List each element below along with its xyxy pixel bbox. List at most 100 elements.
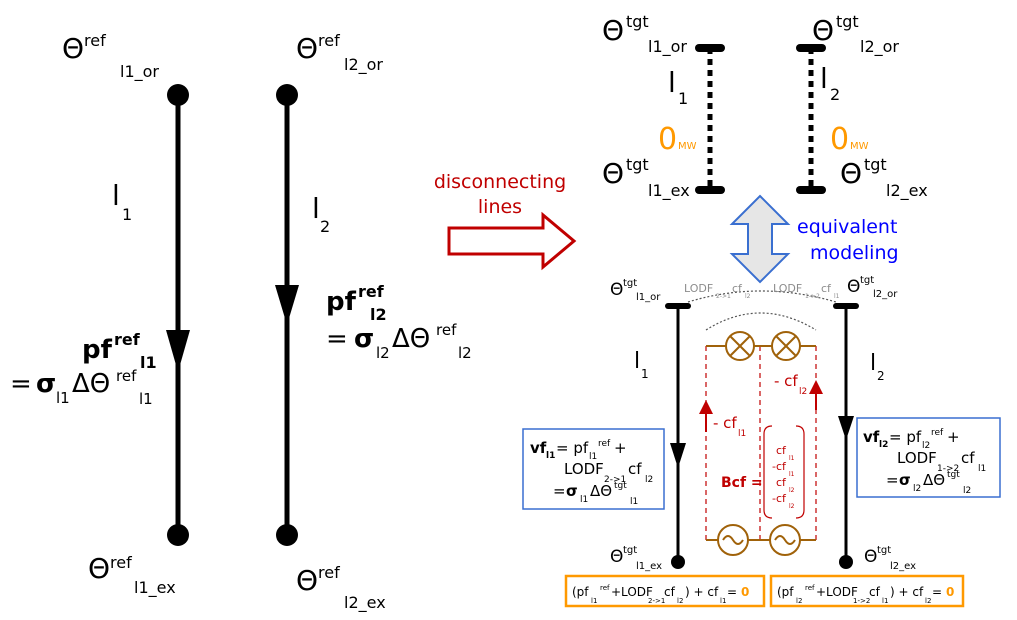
equivalent-modeling-step: equivalent modeling — [729, 194, 899, 284]
vf-l2-pf-sub: l2 — [922, 441, 930, 451]
neg-cf-l1-sub: l1 — [738, 429, 746, 439]
vf-l2-lodf: LODF — [897, 449, 937, 467]
theta-tgt-l1-ex: Θ — [610, 547, 623, 567]
flow-arrow-l2 — [275, 285, 299, 325]
bottom-right-panel: - cf l1 - cf l2 Bcf = cf l1 -cf l1 cf l2… — [610, 275, 916, 572]
eq-l2-pf-sup: ref — [805, 584, 815, 592]
theta-tgt-l1-ex-top-sub: l1_ex — [648, 181, 690, 201]
theta-ref-l2-ex-sup: ref — [318, 563, 340, 582]
eq-l1-cf-sub: l2 — [677, 597, 683, 605]
lodf-12-cf-sub: l1 — [834, 293, 840, 300]
equivalent-label: equivalent — [797, 216, 897, 238]
disconnecting-label-1: disconnecting — [434, 171, 566, 193]
pf-l1-sigma-sub: l1 — [56, 389, 70, 407]
theta-tgt-l1-ex-top-sup: tgt — [626, 155, 649, 174]
pf-l2-symbol: pf — [326, 287, 357, 317]
theta-tgt-l2-ex: Θ — [864, 547, 877, 567]
vf-l2-sigma-sub: l2 — [913, 484, 921, 494]
theta-ref-l1-ex-sub: l1_ex — [134, 578, 176, 598]
eq-l2-close-sub: l2 — [925, 597, 931, 605]
disconnecting-label-2: lines — [478, 196, 522, 218]
pf-l2-delta-sub: l2 — [458, 344, 472, 362]
vf-l1-symbol: vf — [530, 439, 547, 457]
eq-l2-close: ) + cf — [890, 585, 924, 599]
pf-l1-sup: ref — [114, 330, 141, 349]
eq-l1-cf: cf — [664, 585, 676, 599]
bcf-entry-2: -cf — [772, 460, 787, 473]
eq-l1-mid: +LODF — [611, 585, 653, 599]
theta-tgt-l1-or-top-sub: l1_or — [648, 37, 687, 57]
eq-l2-cf-sub: l1 — [882, 597, 888, 605]
pf-l1-sigma: σ — [36, 369, 56, 399]
lodf-21-label: LODF — [684, 282, 713, 295]
top-right-panel: Θ tgt l1_or Θ tgt l2_or l 1 l 2 0 MW 0 M… — [602, 12, 928, 201]
line-label-l2-top-sub: 2 — [830, 85, 840, 104]
eq-l1-close-sub: l1 — [720, 597, 726, 605]
theta-tgt-l1-or-top-sup: tgt — [626, 12, 649, 31]
eq-l2-open: (pf — [777, 585, 794, 599]
line-label-l1-tgt: l — [634, 349, 640, 374]
theta-tgt-l2-ex-sub: l2_ex — [890, 561, 916, 572]
bcf-entry-3: cf — [776, 476, 787, 489]
pf-l1-delta-sub: l1 — [139, 390, 153, 408]
pf-l2-eq: = — [326, 324, 348, 354]
disconnect-arrow-icon — [447, 211, 577, 271]
bus-l1-or-ref — [167, 84, 189, 106]
flow-arrow-l1-tgt — [670, 443, 686, 468]
line-label-l2: l — [312, 192, 320, 225]
vf-l2-plus: + — [947, 428, 960, 446]
line-label-l1-top-sub: 1 — [678, 89, 688, 108]
theta-tgt-l2-or-top-sub: l2_or — [860, 37, 899, 57]
theta-ref-l2-ex-sub: l2_ex — [344, 593, 386, 613]
neg-cf-l1-arrow-icon — [699, 400, 713, 414]
line-label-l2-top: l — [820, 62, 828, 95]
lodf-21-sub: 2->1 — [716, 293, 731, 300]
constraint-box-l2: (pf l2 ref +LODF 1->2 cf l1 ) + cf l2 = … — [769, 574, 965, 608]
lodf-arc-inner — [705, 312, 817, 331]
constraint-box-l1: (pf l1 ref +LODF 2->1 cf l2 ) + cf l1 = … — [564, 574, 766, 608]
bus-l2-ex-tgt — [839, 555, 853, 569]
disconnecting-lines-step: disconnecting lines — [434, 171, 577, 271]
vf-l1-cf-sub: l2 — [645, 475, 653, 485]
bcf-entry-2-sub: l1 — [789, 471, 795, 478]
theta-tgt-l2-ex-sup: tgt — [877, 545, 891, 556]
line-label-l2-tgt-sub: 2 — [877, 369, 885, 383]
pf-l1-eq: = — [10, 369, 32, 399]
neg-cf-l1-label: - cf — [713, 414, 737, 432]
pf-l1-symbol: pf — [82, 335, 113, 365]
theta-tgt-l2-ex-top: Θ — [840, 157, 862, 190]
vf-l1-delta-sup: tgt — [614, 481, 627, 491]
vf-l1-eq2: = — [553, 482, 566, 500]
eq-l1-lodf-sub: 2->1 — [648, 597, 665, 605]
neg-cf-l2-sub: l2 — [799, 387, 807, 397]
eq-l2-eq: = — [932, 585, 942, 599]
vf-l2-cf-sub: l1 — [978, 464, 986, 474]
pf-l2-sigma: σ — [354, 324, 374, 354]
load-icon-1 — [725, 331, 755, 361]
bus-l2-ex-ref — [276, 524, 298, 546]
eq-l1-eq: = — [727, 585, 737, 599]
load-icon-2 — [771, 331, 801, 361]
generator-icon-2 — [769, 524, 801, 556]
eq-l2-mid: +LODF — [816, 585, 858, 599]
line-label-l1-top: l — [668, 66, 676, 99]
vf-l1-sub: l1 — [546, 451, 555, 461]
lodf-21-cf: cf — [732, 282, 743, 295]
vf-l1-lodf: LODF — [564, 460, 604, 478]
bcf-entry-3-sub: l2 — [789, 487, 795, 494]
flow-arrow-l1 — [166, 330, 190, 372]
eq-l2-lodf-sub: 1->2 — [853, 597, 870, 605]
theta-tgt-l2-or: Θ — [847, 277, 860, 297]
vf-l1-pf-sub: l1 — [589, 452, 597, 462]
theta-ref-l1-ex: Θ — [88, 552, 110, 585]
theta-tgt-l2-ex-top-sup: tgt — [864, 155, 887, 174]
vf-l2-sub: l2 — [879, 440, 888, 450]
theta-ref-l1-ex-sup: ref — [110, 553, 132, 572]
zero-flow-l1: 0 — [658, 122, 677, 157]
theta-ref-l1-or: Θ — [62, 32, 84, 65]
eq-l1-pf-sub: l1 — [591, 597, 597, 605]
eq-l2-cf: cf — [869, 585, 881, 599]
lodf-arc-top — [687, 290, 837, 303]
bcf-entry-1: cf — [776, 444, 787, 457]
bcf-entry-4-sub: l2 — [789, 503, 795, 510]
